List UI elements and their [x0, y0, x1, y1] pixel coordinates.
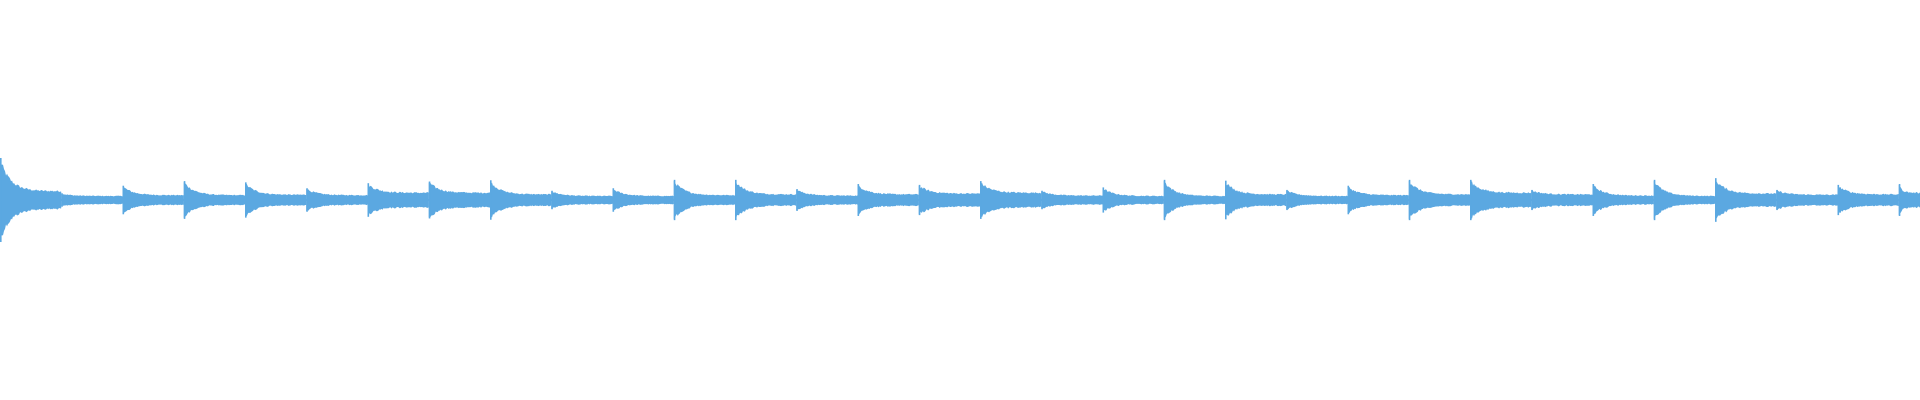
- waveform-pulses: [0, 158, 1920, 242]
- waveform-baseline: [0, 199, 1920, 201]
